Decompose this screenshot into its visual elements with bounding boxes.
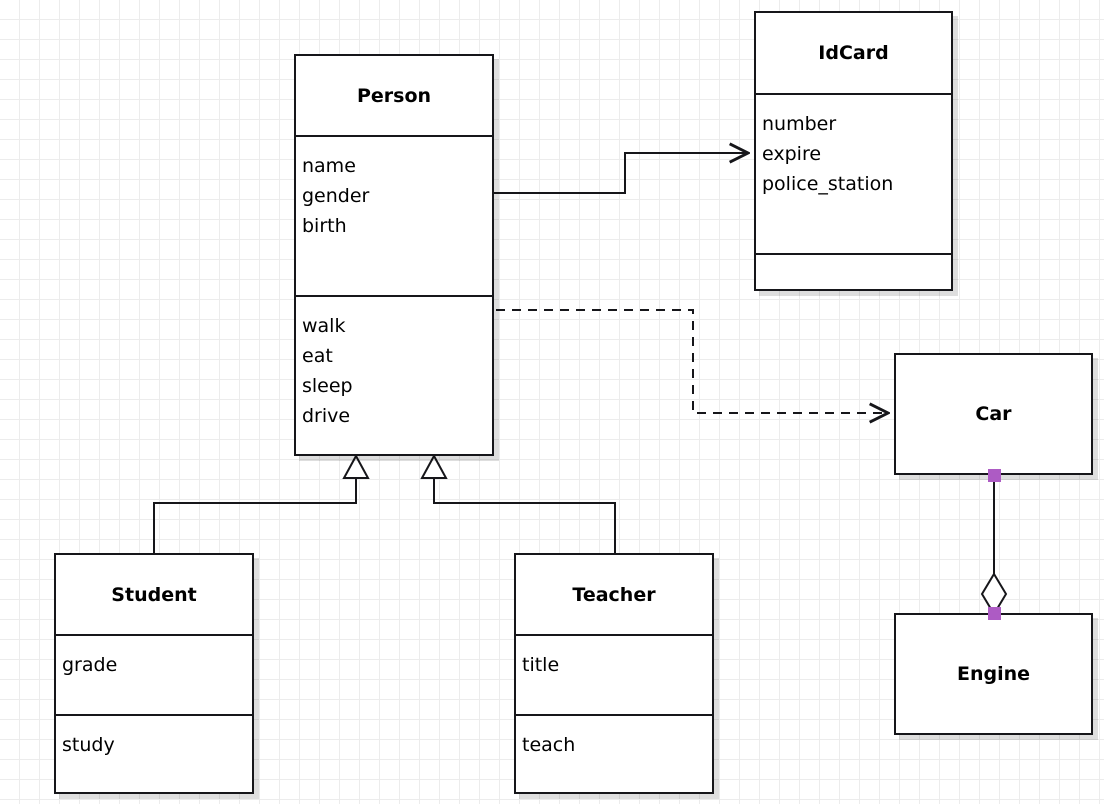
operations-compartment-person: walk eat sleep drive [296,295,492,454]
attribute-item: number [762,113,837,135]
operations-compartment-idcard [756,253,951,289]
attributes-compartment-idcard: number expire police_station [756,93,951,253]
operation-item: teach [522,734,576,756]
class-title-car: Car [975,403,1012,425]
edge-person-idcard[interactable] [494,153,748,194]
attributes-compartment-teacher: title [516,634,712,714]
class-box-engine[interactable]: Engine [894,613,1093,735]
attribute-item: gender [302,185,370,207]
operations-compartment-teacher: teach [516,714,712,792]
edge-teacher-person[interactable] [433,474,616,553]
class-box-idcard[interactable]: IdCard number expire police_station [754,11,953,291]
operations-compartment-student: study [56,714,252,792]
class-title-idcard: IdCard [818,42,889,64]
attribute-item: title [522,654,560,676]
class-title-engine: Engine [956,663,1031,685]
class-box-car[interactable]: Car [894,353,1093,475]
class-title-student: Student [111,583,197,606]
class-box-teacher[interactable]: Teacher title teach [514,553,714,794]
class-box-person[interactable]: Person name gender birth walk eat sleep … [294,54,494,456]
class-title-teacher: Teacher [572,583,656,606]
attribute-item: police_station [762,173,894,195]
edge-student-person[interactable] [153,474,357,553]
attribute-item: name [302,155,356,177]
operation-item: study [62,734,115,756]
operation-item: eat [302,345,333,367]
attributes-compartment-person: name gender birth [296,135,492,295]
connection-handle-car[interactable] [988,469,1001,482]
generalization-triangle-teacher [420,453,448,479]
operation-item: sleep [302,375,353,397]
class-title-person: Person [356,84,432,107]
operation-item: walk [302,315,346,337]
attribute-item: expire [762,143,822,165]
class-box-student[interactable]: Student grade study [54,553,254,794]
edge-person-car[interactable] [496,309,888,413]
attribute-item: birth [302,215,347,237]
attributes-compartment-student: grade [56,634,252,714]
generalization-triangle-student [342,453,370,479]
connection-handle-engine[interactable] [988,607,1001,620]
operation-item: drive [302,405,351,427]
attribute-item: grade [62,654,118,676]
